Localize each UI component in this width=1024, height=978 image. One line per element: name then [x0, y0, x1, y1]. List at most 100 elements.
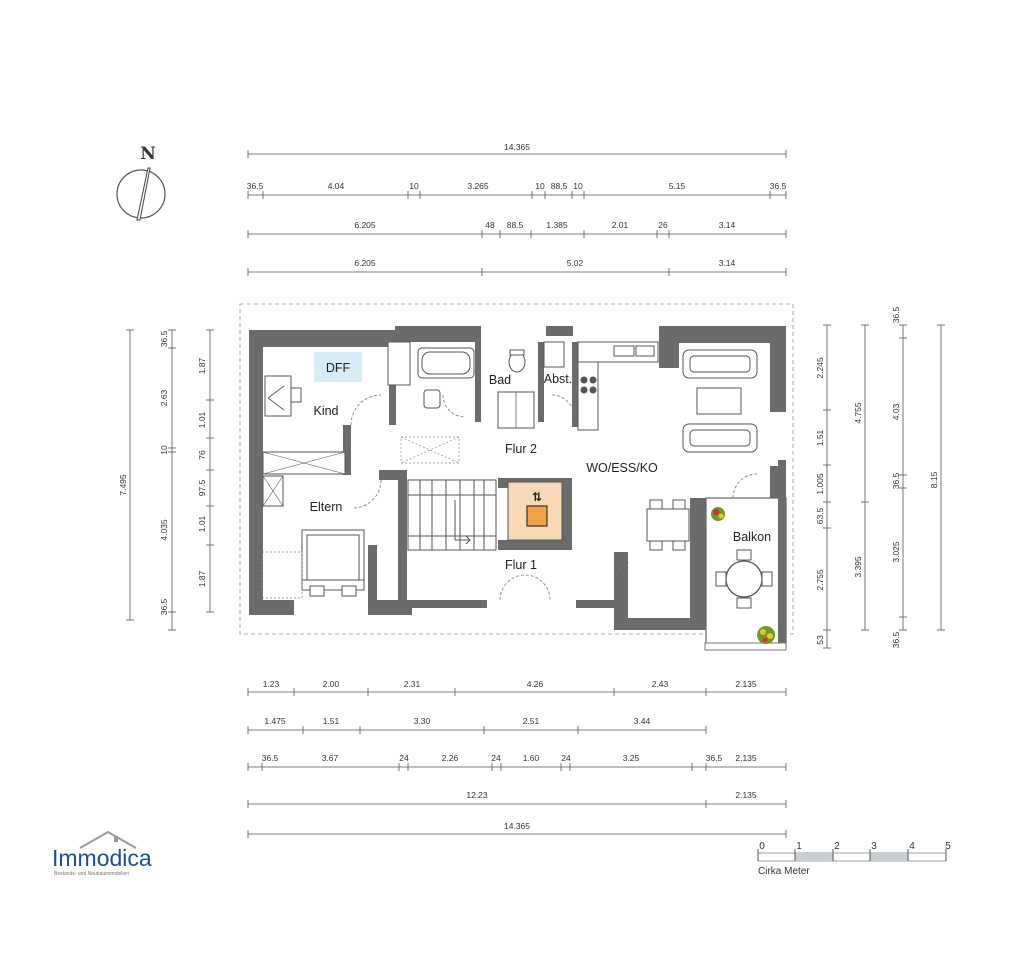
north-compass: N: [116, 144, 166, 221]
dimensions-left: [126, 329, 214, 631]
dining-table: [646, 508, 690, 542]
dim-label: 36.5: [891, 306, 901, 323]
coffee-table: [696, 387, 742, 415]
dim-label: 3.30: [414, 716, 431, 726]
dim-label: 4.04: [328, 181, 345, 191]
dim-label: 1.475: [264, 716, 286, 726]
dim-label: 3.25: [623, 753, 640, 763]
kitchen-sink: [613, 345, 635, 357]
dim-label: 2.135: [735, 790, 757, 800]
scale-tick: 3: [871, 841, 877, 852]
dim-label: 36.5: [262, 753, 279, 763]
chair: [290, 387, 302, 403]
dim-right-total: 8.15: [929, 471, 939, 488]
kitchen: [577, 341, 659, 431]
dim-label: 36.5: [706, 753, 723, 763]
dim-label: 48: [485, 220, 495, 230]
storage-shelf: [543, 341, 565, 368]
dim-label: 36.5: [891, 631, 901, 648]
dim-label: 2.00: [323, 679, 340, 689]
dim-label: 1.87: [197, 357, 207, 374]
balcony: [704, 460, 787, 651]
dim-left-total: 7.495: [118, 474, 128, 496]
dimensions-bottom: [247, 688, 787, 838]
room-label-bad: Bad: [489, 373, 511, 387]
dim-label: 3.67: [322, 753, 339, 763]
dim-label: 24: [399, 753, 409, 763]
room-label-kind: Kind: [313, 404, 338, 418]
staircase: [407, 479, 497, 551]
dim-label: 1.005: [815, 473, 825, 495]
dimension-labels-left: 7.495 36.5 2.63 10 4.035 36.5 1.87 1.01 …: [118, 330, 207, 615]
dim-label: 1.51: [323, 716, 340, 726]
north-label: N: [140, 144, 156, 164]
skylight-dff: [314, 352, 362, 382]
roof-outline: [239, 303, 794, 635]
dim-label: 3.265: [467, 181, 489, 191]
scale-tick: 1: [796, 841, 802, 852]
dim-label: 36.5: [247, 181, 264, 191]
room-label-flur2: Flur 2: [505, 442, 537, 456]
elevator: ⇅: [507, 481, 563, 541]
dim-label: 4.035: [159, 519, 169, 541]
dim-label: 2.63: [159, 389, 169, 406]
dim-label: 5.02: [567, 258, 584, 268]
walls: [249, 326, 786, 630]
room-labels: DFF Kind Bad Abst. Flur 2 WO/ESS/KO Elte…: [310, 361, 771, 572]
dim-label: 97.5: [197, 479, 207, 496]
dim-label: 88.5: [507, 220, 524, 230]
dim-label: 1.385: [546, 220, 568, 230]
dim-label: 10: [159, 445, 169, 455]
elevator-arrows-icon: ⇅: [532, 490, 542, 504]
dim-label: 24: [491, 753, 501, 763]
plant-icon: [757, 626, 775, 644]
dimension-labels-bottom: 1.23 2.00 2.31 4.26 2.43 2.135 1.475 1.5…: [262, 679, 757, 831]
desk: [264, 375, 292, 417]
scale-tick: 5: [945, 841, 951, 852]
dim-label: 36.5: [891, 472, 901, 489]
room-label-dff: DFF: [326, 361, 351, 375]
dim-label: 3.14: [719, 220, 736, 230]
sink: [423, 389, 441, 409]
dim-label: 6.205: [354, 258, 376, 268]
door-swings: [350, 394, 758, 601]
balcony-table: [725, 560, 763, 598]
dim-label: 5.15: [669, 181, 686, 191]
dim-label: 10: [573, 181, 583, 191]
dim-label: 6.205: [354, 220, 376, 230]
dim-label: 1.51: [815, 429, 825, 446]
room-label-flur1: Flur 1: [505, 558, 537, 572]
dim-label: 2.755: [815, 569, 825, 591]
dim-label: 63.5: [815, 507, 825, 524]
dim-label: 24: [561, 753, 571, 763]
dim-label: 88.5: [551, 181, 568, 191]
dim-bottom-total: 14.365: [504, 821, 530, 831]
dim-label: 3.44: [634, 716, 651, 726]
dim-label: 2.26: [442, 753, 459, 763]
dim-label: 2.245: [815, 357, 825, 379]
dimension-labels-right: 2.245 1.51 1.005 63.5 2.755 53 4.755 3.3…: [815, 306, 939, 648]
dim-label: 1.60: [523, 753, 540, 763]
dim-label: 2.135: [735, 753, 757, 763]
logo-name-part1: Immo: [52, 845, 110, 871]
logo-tagline: Bestands- und Neubauimmobilien: [54, 871, 129, 877]
eltern-wardrobe: [262, 451, 346, 507]
dimensions-top: [247, 150, 787, 276]
dim-label: 4.26: [527, 679, 544, 689]
dim-label: 12.23: [466, 790, 488, 800]
living-furniture: [646, 349, 758, 551]
dim-label: 3.395: [853, 556, 863, 578]
scale-tick: 4: [909, 841, 915, 852]
bathroom-fixtures: [417, 341, 565, 429]
dim-label: 76: [197, 450, 207, 460]
dim-label: 36.5: [770, 181, 787, 191]
room-label-abst: Abst.: [544, 372, 573, 386]
logo-name-part2: dica: [110, 845, 152, 871]
skylight-markers: [261, 436, 460, 599]
dim-label: 36.5: [159, 598, 169, 615]
bed: [301, 529, 365, 597]
logo: Immodica Bestands- und Neubauimmobilien: [52, 830, 152, 877]
dim-label: 2.31: [404, 679, 421, 689]
dim-label: 26: [658, 220, 668, 230]
